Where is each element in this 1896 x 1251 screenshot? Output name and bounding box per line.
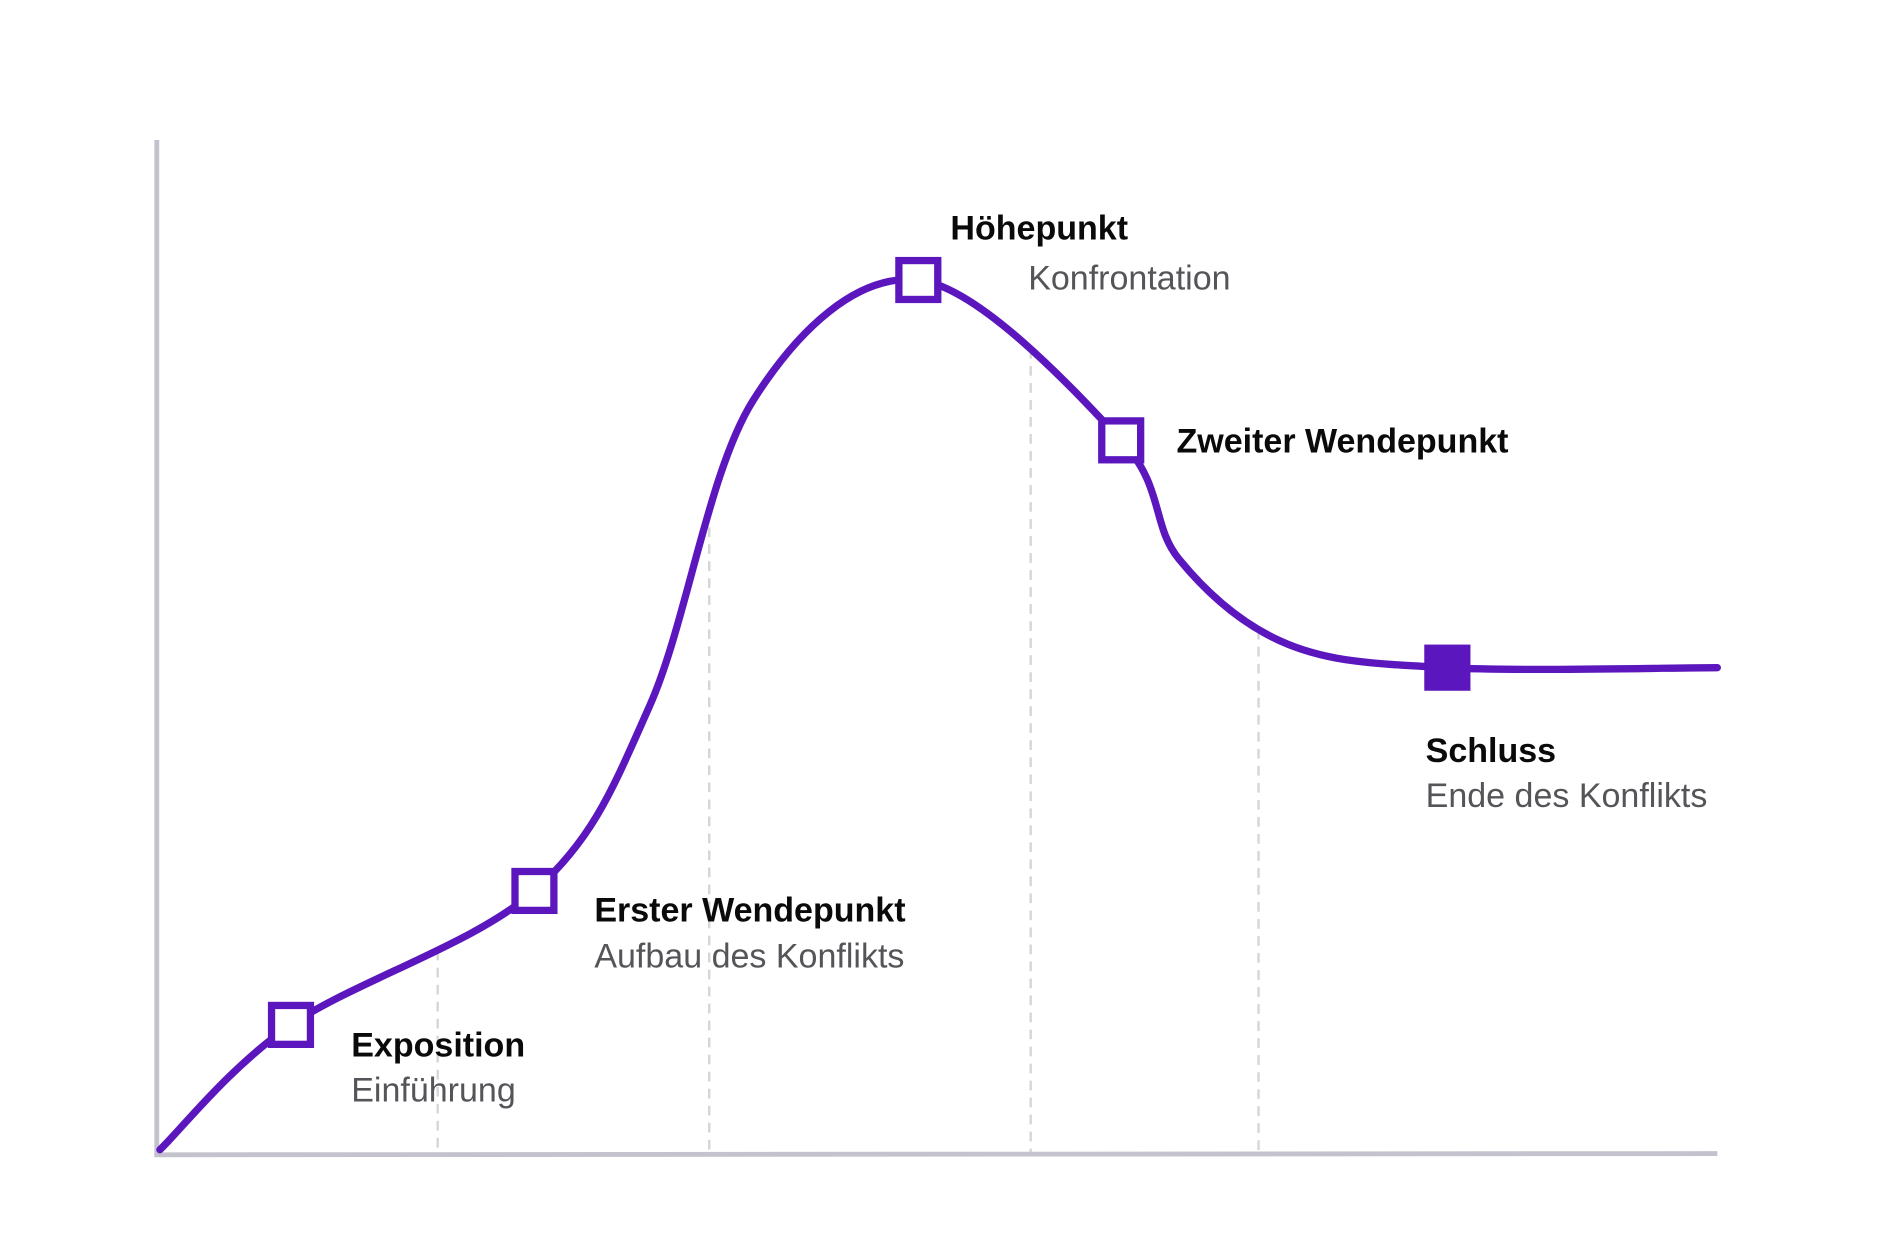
label-exposition: Exposition Einführung	[351, 1026, 525, 1109]
label-erster-wendepunkt: Erster Wendepunkt Aufbau des Konflikts	[594, 891, 905, 975]
label-hoehepunkt: Höhepunkt Konfrontation	[950, 210, 1230, 298]
stage-title: Schluss	[1426, 732, 1556, 770]
stage-title: Erster Wendepunkt	[594, 891, 905, 929]
stage-subtitle: Konfrontation	[1028, 259, 1230, 297]
marker-exposition	[267, 1001, 315, 1048]
marker-schluss	[1424, 644, 1471, 691]
stage-subtitle: Einführung	[351, 1071, 516, 1109]
stage-subtitle: Ende des Konflikts	[1426, 777, 1708, 815]
marker-erster-wendepunkt	[511, 867, 558, 915]
tension-curve	[156, 275, 1721, 1154]
stage-subtitle: Aufbau des Konflikts	[594, 938, 904, 976]
markers	[267, 256, 1471, 1048]
stage-title: Zweiter Wendepunkt	[1176, 422, 1508, 460]
stage-title: Höhepunkt	[950, 210, 1128, 248]
marker-zweiter-wendepunkt	[1098, 417, 1145, 464]
stage-title: Exposition	[351, 1026, 525, 1064]
guide-lines	[436, 348, 1260, 1155]
x-axis	[154, 1151, 1718, 1158]
label-zweiter-wendepunkt: Zweiter Wendepunkt	[1176, 422, 1508, 460]
label-schluss: Schluss Ende des Konflikts	[1426, 732, 1708, 815]
marker-höhepunkt	[895, 256, 942, 304]
